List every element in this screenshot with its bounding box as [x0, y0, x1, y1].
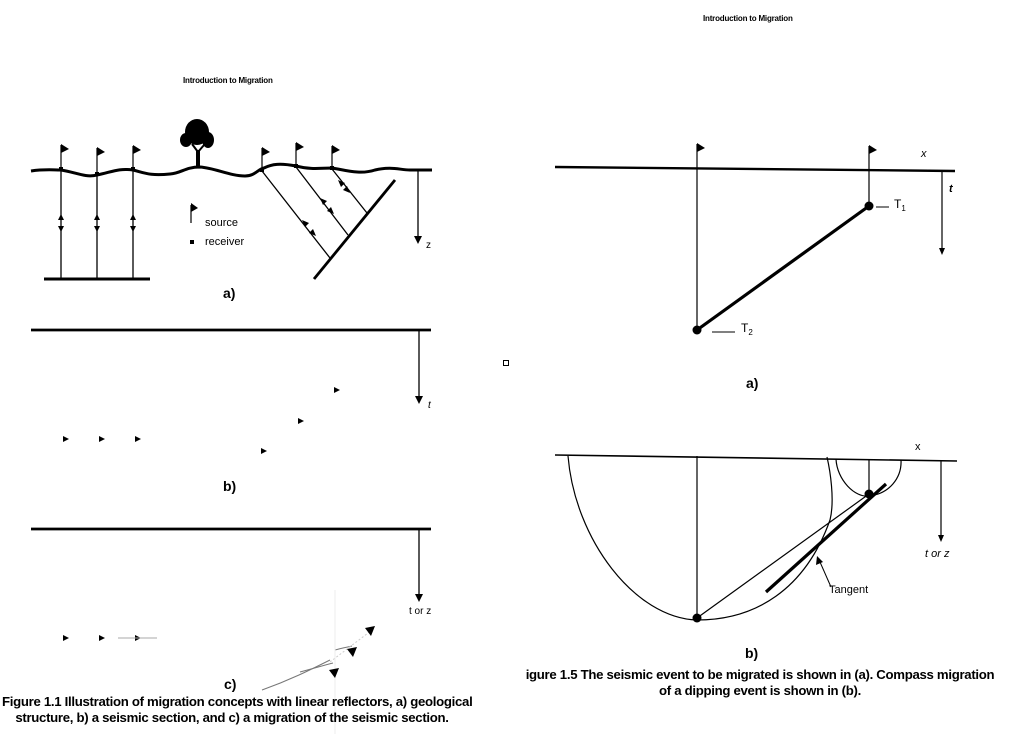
panel-a-label: a)	[746, 375, 759, 391]
migrated-markers	[63, 590, 375, 734]
caption-line-2: of a dipping event is shown in (b).	[659, 683, 861, 698]
tree-icon	[180, 119, 214, 168]
right-page-figure-1-5: Introduction to Migration	[505, 0, 1030, 734]
t1-label: T1	[894, 197, 906, 213]
legend-source-label: source	[205, 217, 239, 229]
page-marker	[503, 360, 509, 366]
panel-a-surface	[554, 165, 956, 173]
figure-1-1-drawing	[30, 119, 432, 734]
x-axis-label: x	[921, 148, 927, 160]
t2-label: T2	[741, 321, 753, 337]
caption-line-1: igure 1.5 The seismic event to be migrat…	[525, 667, 995, 682]
panel-a-label: a)	[223, 285, 236, 301]
legend-receiver-label: receiver	[205, 236, 245, 248]
t-or-z-axis-label: t or z	[925, 548, 950, 560]
figure-1-5-drawing	[554, 143, 958, 623]
t-axis-label: t	[949, 183, 953, 195]
panel-c-label: c)	[224, 676, 237, 692]
dipping-event	[696, 204, 870, 332]
dipping-rays	[260, 142, 397, 280]
caption-line-1: Figure 1.1 Illustration of migration con…	[2, 694, 473, 709]
panel-b-label: b)	[745, 645, 759, 661]
left-page-figure-1-1: Introduction to Migration	[0, 60, 473, 734]
t-or-z-axis-label: t or z	[409, 606, 432, 617]
t-axis-label: t	[428, 400, 431, 411]
wavelet-markers	[63, 387, 340, 454]
figure-1-5-caption: igure 1.5 The seismic event to be migrat…	[505, 667, 1015, 699]
x-axis-label-b: x	[915, 441, 921, 453]
running-head: Introduction to Migration	[703, 14, 793, 23]
legend-receiver-icon	[190, 240, 194, 244]
panel-b-surface	[554, 454, 958, 462]
tangent-label: Tangent	[829, 584, 869, 596]
figure-1-1-caption: Figure 1.1 Illustration of migration con…	[2, 694, 473, 726]
vertical-rays	[44, 144, 150, 281]
z-axis-label: z	[426, 240, 431, 251]
caption-line-2: structure, b) a seismic section, and c) …	[15, 710, 449, 725]
panel-b-label: b)	[223, 478, 237, 494]
running-head: Introduction to Migration	[183, 76, 273, 85]
tangent-line	[764, 482, 888, 594]
large-wavefront-arc	[567, 455, 833, 621]
